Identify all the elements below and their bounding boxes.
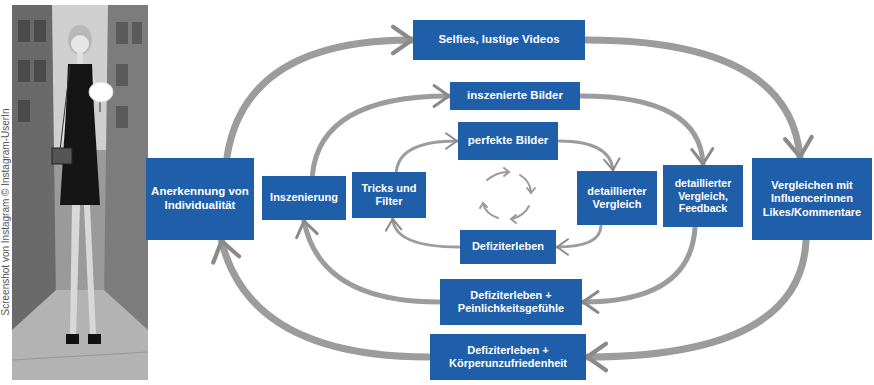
cycle-arrow bbox=[312, 86, 449, 176]
box-text: Defiziterleben + Peinlichkeitsgefühle bbox=[444, 289, 578, 315]
window bbox=[18, 100, 30, 122]
arrow-stroke bbox=[557, 226, 601, 247]
photo-ground bbox=[12, 5, 148, 380]
hair bbox=[68, 25, 92, 55]
cycle-arrow bbox=[557, 226, 601, 255]
box-text: Anerkennung von Individualität bbox=[150, 185, 250, 213]
arrow-stroke bbox=[227, 40, 412, 157]
window bbox=[34, 20, 46, 42]
box-text: Tricks und Filter bbox=[356, 182, 422, 208]
arrow-head bbox=[393, 27, 412, 54]
window bbox=[34, 60, 46, 82]
swirl-head bbox=[527, 188, 535, 193]
arrow-head bbox=[297, 221, 318, 238]
window bbox=[116, 106, 128, 128]
cotton-candy bbox=[89, 82, 113, 102]
cycle-arrow bbox=[227, 27, 412, 157]
box-text: Selfies, lustige Videos bbox=[438, 33, 559, 47]
swirl-head bbox=[511, 215, 516, 223]
leg bbox=[84, 205, 96, 335]
box-text: inszenierte Bilder bbox=[467, 89, 563, 103]
window bbox=[132, 22, 142, 44]
pavement-line bbox=[12, 352, 148, 360]
cycle-arrow bbox=[559, 141, 620, 170]
arrow-stroke bbox=[312, 96, 449, 175]
process-box: Inszenierung bbox=[262, 176, 346, 220]
face bbox=[71, 35, 89, 53]
box-text: Defiziterleben bbox=[472, 240, 544, 253]
left-building bbox=[12, 5, 56, 330]
box-text: Inszenierung bbox=[270, 191, 338, 204]
box-text: perfekte Bilder bbox=[468, 134, 549, 148]
arrow-head bbox=[434, 86, 449, 107]
right-building bbox=[104, 5, 148, 330]
cycle-arrow bbox=[396, 133, 457, 171]
window bbox=[18, 20, 30, 42]
bag bbox=[52, 148, 72, 164]
arrow-head bbox=[213, 241, 239, 263]
shoe bbox=[88, 334, 101, 344]
process-box: Anerkennung von Individualität bbox=[146, 158, 254, 240]
process-box: inszenierte Bilder bbox=[450, 82, 580, 110]
process-box: Vergleichen mit Influencerinnen Likes/Ko… bbox=[752, 158, 872, 240]
arrow-head bbox=[386, 219, 401, 231]
swirl-head bbox=[504, 168, 509, 176]
leg bbox=[70, 205, 80, 335]
bag-strap bbox=[60, 66, 70, 150]
cycle-arrow bbox=[583, 228, 695, 313]
cycle-arrow bbox=[581, 96, 713, 164]
arrow-stroke bbox=[393, 219, 459, 247]
arrow-stroke bbox=[583, 228, 695, 302]
arrow-head bbox=[785, 137, 812, 157]
process-box: Defiziterleben bbox=[460, 230, 556, 264]
arrow-head bbox=[557, 239, 568, 254]
swirl-head bbox=[480, 203, 487, 208]
arrow-stroke bbox=[396, 141, 457, 171]
arrow-head bbox=[604, 158, 619, 170]
neck bbox=[77, 52, 83, 64]
shoe bbox=[66, 334, 79, 344]
window bbox=[18, 60, 30, 82]
arrow-head bbox=[587, 344, 606, 371]
process-box: Defiziterleben + Peinlichkeitsgefühle bbox=[440, 279, 582, 325]
box-text: Defiziterleben + Körperunzufriedenheit bbox=[434, 344, 582, 370]
sidewalk bbox=[12, 290, 148, 380]
process-box: Defiziterleben + Körperunzufriedenheit bbox=[430, 334, 586, 380]
arrow-stroke bbox=[304, 221, 439, 302]
process-box: Tricks und Filter bbox=[352, 172, 426, 218]
process-box: detaillierter Vergleich, Feedback bbox=[663, 165, 743, 227]
arrow-head bbox=[583, 292, 598, 313]
copyright-note: Screenshot von Instagram © Instagram-Use… bbox=[0, 52, 12, 372]
arrow-head bbox=[446, 133, 457, 148]
window bbox=[116, 64, 128, 86]
arrow-head bbox=[692, 149, 713, 164]
box-text: detaillierter Vergleich bbox=[581, 185, 653, 211]
arrow-stroke bbox=[581, 96, 703, 164]
window bbox=[116, 22, 128, 44]
box-text: detaillierter Vergleich, Feedback bbox=[667, 177, 739, 215]
arrow-stroke bbox=[559, 141, 613, 170]
box-text: Vergleichen mit Influencerinnen Likes/Ko… bbox=[756, 179, 868, 219]
cycle-arrow bbox=[587, 241, 806, 370]
cycle-arrow bbox=[297, 221, 439, 302]
process-box: Selfies, lustige Videos bbox=[413, 20, 585, 60]
cycle-arrow bbox=[386, 219, 459, 247]
process-box: detaillierter Vergleich bbox=[577, 171, 657, 225]
process-box: perfekte Bilder bbox=[458, 122, 558, 160]
